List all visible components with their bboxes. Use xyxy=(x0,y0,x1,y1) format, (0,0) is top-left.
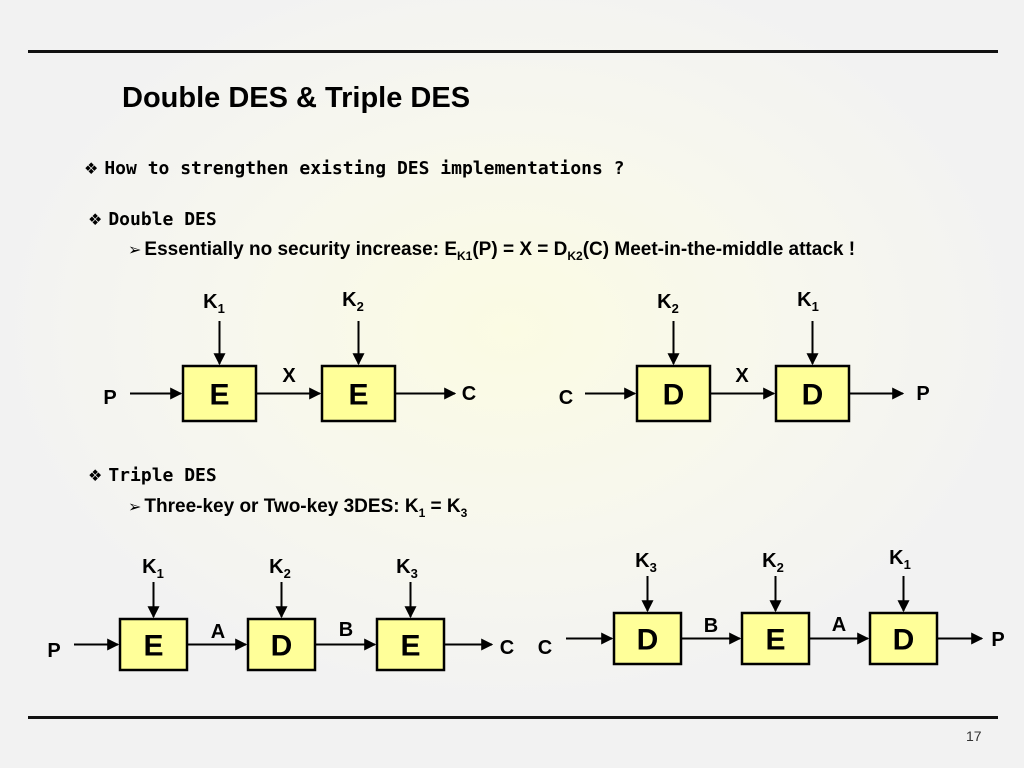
key-label: K1 xyxy=(797,289,819,314)
intermediate-label: B xyxy=(704,615,718,637)
intermediate-label: B xyxy=(339,619,353,641)
cipher-box-label: D xyxy=(893,624,915,657)
intermediate-label: X xyxy=(735,365,749,387)
bullet-strengthen-text: How to strengthen existing DES implement… xyxy=(104,158,625,179)
intermediate-label: A xyxy=(211,621,225,643)
bullet-strengthen: ❖ How to strengthen existing DES implemen… xyxy=(84,158,625,179)
cipher-box-label: D xyxy=(802,379,824,412)
bullet-double-des: ❖ Double DES xyxy=(88,209,217,230)
key-label: K1 xyxy=(142,556,164,581)
cipher-box-e xyxy=(118,617,189,672)
cipher-box-label: E xyxy=(143,630,163,663)
diamond-bullet-icon: ❖ xyxy=(84,159,99,178)
input-label: P xyxy=(103,387,116,409)
sub-bullet-double-des: ➢Essentially no security increase: EK1(P… xyxy=(128,239,855,263)
sub-bullet-triple-des: ➢Three-key or Two-key 3DES: K1 = K3 xyxy=(128,496,467,520)
cipher-box-e xyxy=(320,364,397,423)
cipher-box-label: E xyxy=(400,630,420,663)
key-label: K3 xyxy=(396,556,418,581)
bullet-triple-des: ❖ Triple DES xyxy=(88,465,217,486)
triple-des-detail-text: = K xyxy=(425,496,461,517)
cipher-box-label: E xyxy=(765,624,785,657)
output-label: P xyxy=(991,629,1004,651)
triple-des-detail-text: Three-key or Two-key 3DES: K xyxy=(144,496,419,517)
intermediate-label: X xyxy=(282,365,296,387)
diamond-bullet-icon: ❖ xyxy=(88,466,103,485)
intermediate-label: A xyxy=(832,614,846,636)
cipher-box-e xyxy=(375,617,446,672)
subscript: 3 xyxy=(460,505,468,520)
arrowhead-bullet-icon: ➢ xyxy=(128,240,142,259)
input-label: P xyxy=(47,640,60,662)
diamond-bullet-icon: ❖ xyxy=(88,210,103,229)
cipher-box-d xyxy=(612,611,683,666)
output-label: C xyxy=(462,383,476,405)
cipher-box-d xyxy=(246,617,317,672)
key-label: K3 xyxy=(635,550,657,575)
cipher-box-label: E xyxy=(209,379,229,412)
cipher-box-label: D xyxy=(663,379,685,412)
subscript: K2 xyxy=(567,248,583,263)
cipher-box-e xyxy=(740,611,811,666)
key-label: K2 xyxy=(762,550,784,575)
cipher-box-label: E xyxy=(348,379,368,412)
bullet-double-des-text: Double DES xyxy=(108,209,217,230)
key-label: K2 xyxy=(342,289,364,314)
input-label: C xyxy=(538,637,552,659)
double-des-detail-text: Essentially no security increase: E xyxy=(144,239,457,260)
key-label: K1 xyxy=(203,291,225,316)
key-label: K2 xyxy=(269,556,291,581)
key-label: K1 xyxy=(889,547,911,572)
page-number: 17 xyxy=(966,728,982,744)
double-des-detail-text: (C) Meet-in-the-middle attack ! xyxy=(582,239,856,260)
key-label: K2 xyxy=(657,291,679,316)
arrowhead-bullet-icon: ➢ xyxy=(128,497,142,516)
slide-title: Double DES & Triple DES xyxy=(122,82,471,114)
input-label: C xyxy=(559,387,573,409)
bullet-triple-des-text: Triple DES xyxy=(108,465,217,486)
subscript: K1 xyxy=(457,248,473,263)
cipher-box-d xyxy=(635,364,712,423)
output-label: C xyxy=(500,637,514,659)
cipher-box-label: D xyxy=(271,630,293,663)
subscript: 1 xyxy=(418,505,426,520)
double-des-detail-text: (P) = X = D xyxy=(472,239,568,260)
cipher-box-label: D xyxy=(637,624,659,657)
top-rule xyxy=(28,50,998,53)
output-label: P xyxy=(916,383,929,405)
bottom-rule xyxy=(28,716,998,719)
